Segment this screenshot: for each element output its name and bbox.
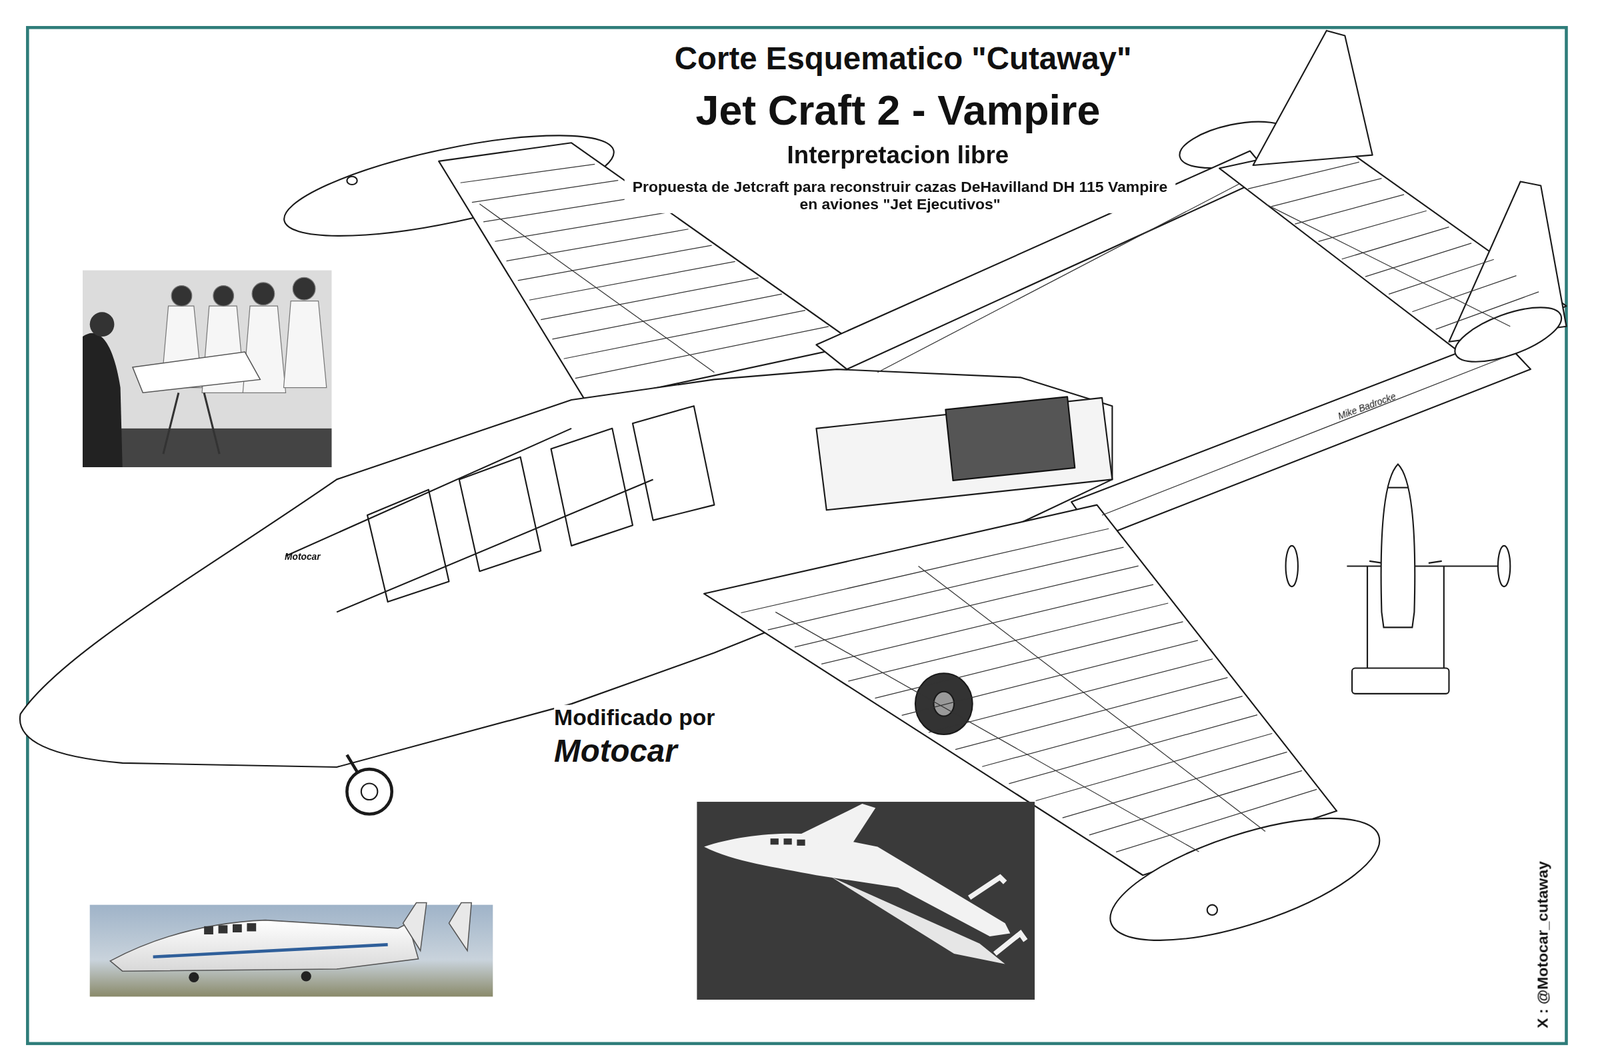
wing-rib — [982, 696, 1242, 768]
wing-rib — [506, 229, 689, 262]
wing-rib — [518, 245, 712, 281]
wing-rib — [1365, 243, 1472, 277]
wing-rib — [483, 196, 642, 222]
photo — [90, 903, 494, 998]
wing-rib — [529, 261, 736, 300]
wing-rib — [1318, 210, 1427, 242]
spar-line — [1265, 204, 1510, 327]
wing-rib — [902, 640, 1198, 716]
photo — [82, 270, 332, 468]
credit: Motocar — [554, 734, 799, 771]
note: Propuesta de Jetcraft para reconstruir c… — [624, 177, 1176, 213]
subtitle: Jet Craft 2 - Vampire — [612, 86, 1184, 135]
wing-rib — [1436, 292, 1540, 330]
wing-rib — [1342, 227, 1450, 260]
wing-rib — [955, 678, 1228, 750]
subtitle: Interpretacion libre — [714, 140, 1082, 169]
wing-rib — [848, 603, 1168, 682]
wing-rib — [1116, 789, 1317, 852]
wing-rib — [1271, 178, 1382, 207]
wing-rib — [1412, 276, 1516, 312]
structure-lines — [460, 162, 1539, 852]
wing-rib — [1294, 194, 1404, 224]
spar-line — [479, 204, 714, 373]
wing-rib — [552, 294, 782, 340]
title: Corte Esquematico "Cutaway" — [596, 40, 1209, 78]
wing-rib — [1089, 770, 1302, 835]
wing-rib — [575, 326, 829, 379]
wing-rib — [794, 566, 1139, 648]
wing-rib — [768, 547, 1124, 630]
wing-rib — [874, 622, 1183, 699]
wing-rib — [472, 180, 618, 203]
credit: Modificado por — [554, 705, 799, 732]
spar-line — [1102, 357, 1506, 516]
watermark: X : @Motocar_cutaway — [1534, 794, 1552, 1029]
wing-rib — [821, 584, 1154, 664]
three-view — [1286, 464, 1511, 694]
wing-rib — [540, 278, 759, 320]
wing-rib — [1248, 162, 1360, 189]
spar-line — [918, 566, 1266, 832]
wing-rib — [928, 659, 1213, 733]
wing-rib — [494, 212, 665, 242]
badge: Motocar — [284, 552, 346, 563]
wing-rib — [460, 164, 596, 183]
photo — [696, 802, 1035, 1000]
